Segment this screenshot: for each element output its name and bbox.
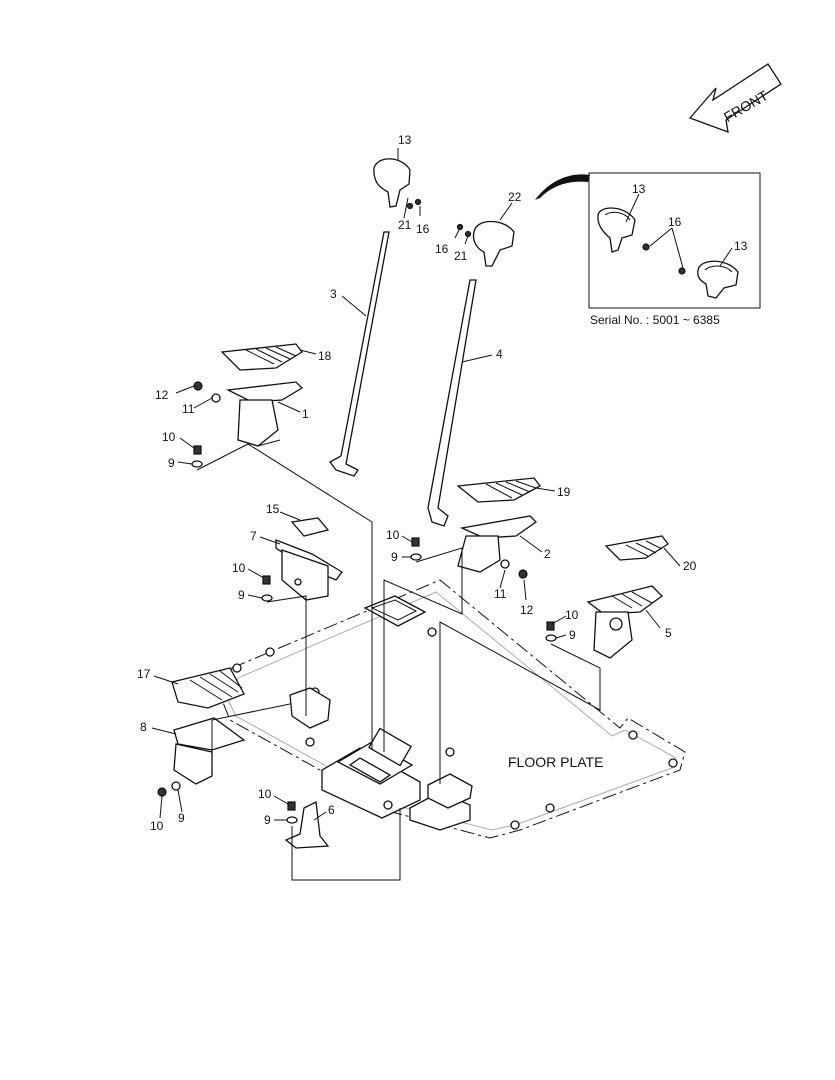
pedal-pad-18-icon bbox=[220, 343, 303, 371]
inset-callout-13a: 13 bbox=[632, 182, 646, 196]
callout-16a: 16 bbox=[416, 222, 430, 236]
callout-11b: 11 bbox=[494, 587, 507, 601]
lever-knob-13-icon bbox=[373, 158, 411, 208]
callout-21a: 21 bbox=[398, 218, 412, 232]
callout-9e: 9 bbox=[178, 811, 185, 825]
callout-6: 6 bbox=[328, 803, 335, 817]
leader-lines bbox=[151, 148, 681, 821]
inset-detail: 13 16 13 Serial No. : 5001 ~ 6385 bbox=[535, 172, 761, 327]
callout-10d: 10 bbox=[565, 608, 579, 622]
assembly-lines bbox=[196, 443, 601, 881]
callout-10b: 10 bbox=[386, 528, 400, 542]
bracket-6 bbox=[284, 801, 330, 849]
callout-7: 7 bbox=[250, 529, 257, 543]
callout-20: 20 bbox=[683, 559, 697, 573]
lever-base-assembly bbox=[289, 595, 473, 831]
callout-12b: 12 bbox=[520, 603, 534, 617]
pedal-18-assembly bbox=[193, 343, 304, 447]
callout-12a: 12 bbox=[155, 388, 169, 402]
inset-knob-right-icon bbox=[697, 260, 739, 299]
lever-3 bbox=[329, 158, 422, 477]
callout-9b: 9 bbox=[391, 550, 398, 564]
pedal-17-assembly bbox=[157, 667, 246, 797]
callout-5: 5 bbox=[665, 626, 672, 640]
callout-9a: 9 bbox=[168, 456, 175, 470]
pedal-pad-20-icon bbox=[604, 535, 669, 561]
callout-1: 1 bbox=[302, 407, 309, 421]
lever-4 bbox=[427, 220, 515, 527]
callout-11a: 11 bbox=[182, 402, 195, 416]
callout-9d: 9 bbox=[569, 628, 576, 642]
lever-knob-22-icon bbox=[472, 220, 515, 267]
callout-10c: 10 bbox=[232, 561, 246, 575]
front-arrow-icon: FRONT bbox=[688, 63, 782, 133]
callout-16b: 16 bbox=[435, 242, 449, 256]
inset-callout-13b: 13 bbox=[734, 239, 748, 253]
inset-callout-16: 16 bbox=[668, 215, 682, 229]
inset-pointer bbox=[535, 174, 590, 200]
callout-9f: 9 bbox=[264, 813, 271, 827]
inset-serial-label: Serial No. : 5001 ~ 6385 bbox=[590, 313, 720, 327]
callout-10a: 10 bbox=[162, 430, 176, 444]
callout-3: 3 bbox=[330, 287, 337, 301]
callout-10e: 10 bbox=[150, 819, 164, 833]
callout-2: 2 bbox=[544, 547, 551, 561]
bracket-7-assembly bbox=[275, 517, 343, 601]
pedal-pad-19-icon bbox=[456, 477, 541, 503]
callout-18: 18 bbox=[318, 349, 332, 363]
callout-13a: 13 bbox=[398, 133, 412, 147]
callout-22: 22 bbox=[508, 190, 522, 204]
callout-21b: 21 bbox=[454, 249, 468, 263]
pedal-pad-17-icon bbox=[171, 667, 245, 709]
floor-plate-label: FLOOR PLATE bbox=[508, 754, 603, 770]
callout-4: 4 bbox=[496, 347, 503, 361]
callout-8: 8 bbox=[140, 720, 147, 734]
callout-9c: 9 bbox=[238, 588, 245, 602]
inset-knob-left-icon bbox=[597, 207, 636, 253]
pedal-19-assembly bbox=[456, 477, 541, 579]
pad-15-icon bbox=[290, 517, 330, 537]
pedal-20-assembly bbox=[586, 535, 669, 659]
callout-19: 19 bbox=[557, 485, 571, 499]
callout-10f: 10 bbox=[258, 787, 272, 801]
callouts: 13 21 16 22 16 21 3 4 18 12 11 1 10 9 19… bbox=[137, 133, 697, 833]
callout-15: 15 bbox=[266, 502, 280, 516]
callout-17: 17 bbox=[137, 667, 151, 681]
